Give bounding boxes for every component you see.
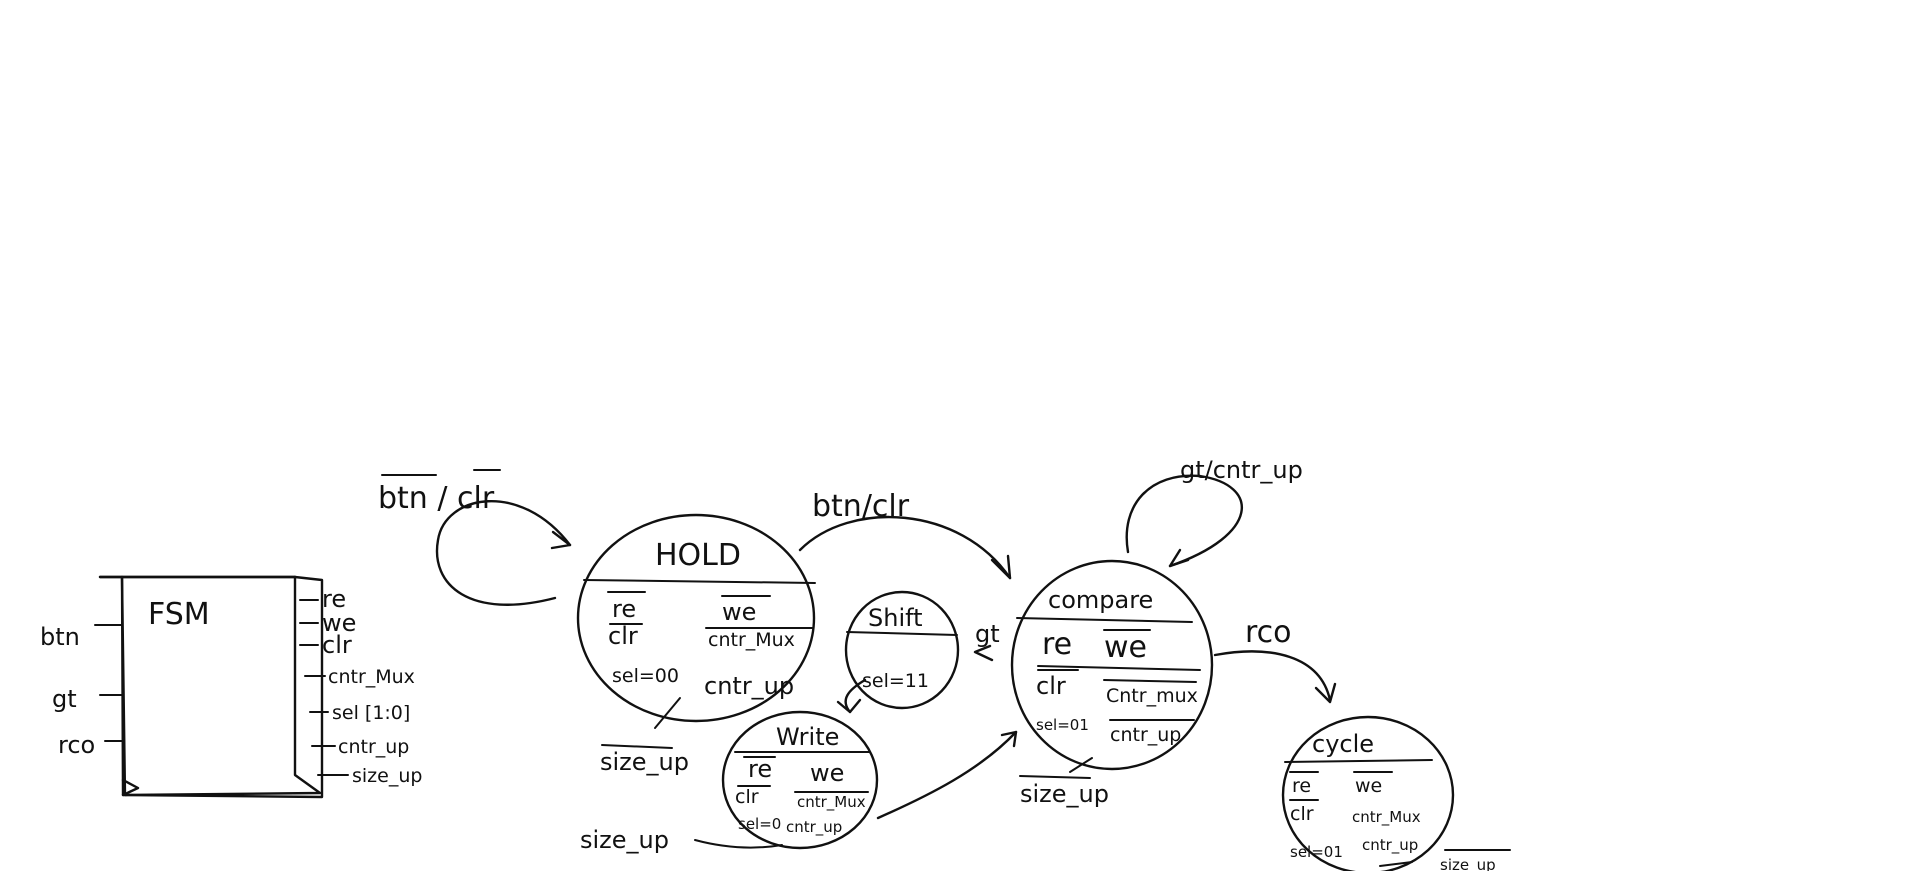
transition-hold-to-compare: btn/clr [798, 489, 1012, 580]
transition-compare-self-label: gt/cntr_up [1180, 456, 1303, 484]
fsm-title: FSM [148, 597, 210, 632]
state-write: Write re we clr cntr_Mux sel=0 cntr_up s… [580, 710, 879, 854]
state-cycle: cycle re we clr cntr_Mux sel=01 cntr_up … [1281, 715, 1511, 871]
state-cycle-name: cycle [1312, 730, 1374, 758]
fsm-input-rco: rco [58, 731, 95, 759]
state-cycle-out-re: re [1292, 775, 1311, 797]
state-hold-out-we: we [722, 598, 756, 626]
state-compare-out-re: re [1042, 627, 1072, 662]
state-write-out-we: we [810, 759, 844, 787]
state-write-out-re: re [748, 755, 772, 783]
state-cycle-out-cntr-mux: cntr_Mux [1352, 808, 1421, 827]
state-compare-out-cntr-up: cntr_up [1110, 724, 1181, 746]
transition-hold-to-compare-label: btn/clr [812, 489, 910, 524]
transition-shift-to-write [836, 678, 867, 714]
transition-compare-self: gt/cntr_up [1125, 456, 1303, 568]
state-compare-name: compare [1048, 586, 1153, 614]
transition-compare-to-cycle-label: rco [1245, 615, 1292, 650]
state-hold-out-re: re [612, 595, 636, 623]
fsm-input-gt: gt [52, 685, 77, 713]
state-cycle-out-clr: clr [1290, 803, 1314, 825]
state-write-out-cntr-mux: cntr_Mux [797, 793, 866, 812]
state-cycle-out-cntr-up: cntr_up [1362, 836, 1418, 855]
fsm-output-sel: sel [1:0] [332, 702, 410, 724]
state-cycle-out-we: we [1355, 775, 1382, 797]
transition-write-to-compare [876, 730, 1018, 820]
state-hold-out-cntr-mux: cntr_Mux [708, 629, 795, 651]
state-write-name: Write [776, 723, 839, 751]
state-compare-tail-size-up: size_up [1020, 780, 1109, 808]
fsm-output-clr: clr [322, 631, 352, 659]
state-write-tail-size-up: size_up [580, 826, 669, 854]
state-write-out-sel: sel=0 [738, 815, 781, 833]
fsm-output-cntr-up: cntr_up [338, 736, 409, 758]
transition-hold-self-label: btn / clr [378, 481, 495, 516]
state-shift-out-sel: sel=11 [862, 670, 929, 692]
state-write-out-cntr-up: cntr_up [786, 818, 842, 837]
state-cycle-tail-size-up: size_up [1440, 856, 1496, 871]
state-compare-out-clr: clr [1036, 672, 1066, 700]
state-shift: Shift sel=11 [844, 590, 960, 710]
fsm-output-cntr-mux: cntr_Mux [328, 666, 415, 688]
state-compare-out-cntr-mux: Cntr_mux [1106, 685, 1198, 707]
state-write-out-clr: clr [735, 786, 759, 808]
state-hold-out-clr: clr [608, 622, 638, 650]
fsm-block: FSM btn gt rco re we clr cntr_Mux sel [1… [40, 575, 422, 799]
transition-compare-to-shift: gt [973, 620, 1000, 662]
state-hold-name: HOLD [655, 538, 741, 573]
state-hold-out-cntr-up: cntr_up [704, 672, 794, 700]
fsm-output-size-up: size_up [352, 765, 422, 787]
fsm-output-we: we [322, 609, 356, 637]
state-compare-out-we: we [1104, 630, 1147, 665]
state-hold-tail-size-up: size_up [600, 748, 689, 776]
transition-compare-to-shift-label: gt [975, 620, 1000, 648]
state-compare-out-sel: sel=01 [1036, 716, 1089, 734]
transition-hold-self: btn / clr [378, 469, 572, 606]
state-hold: HOLD re we clr cntr_Mux sel=00 cntr_up s… [576, 513, 816, 776]
state-hold-out-sel: sel=00 [612, 665, 679, 687]
state-compare: compare re we clr Cntr_mux sel=01 cntr_u… [1010, 559, 1214, 808]
fsm-input-btn: btn [40, 623, 80, 651]
fsm-output-re: re [322, 585, 346, 613]
state-shift-name: Shift [868, 604, 923, 632]
state-cycle-out-sel: sel=01 [1290, 843, 1343, 861]
transition-compare-to-cycle: rco [1213, 615, 1337, 704]
